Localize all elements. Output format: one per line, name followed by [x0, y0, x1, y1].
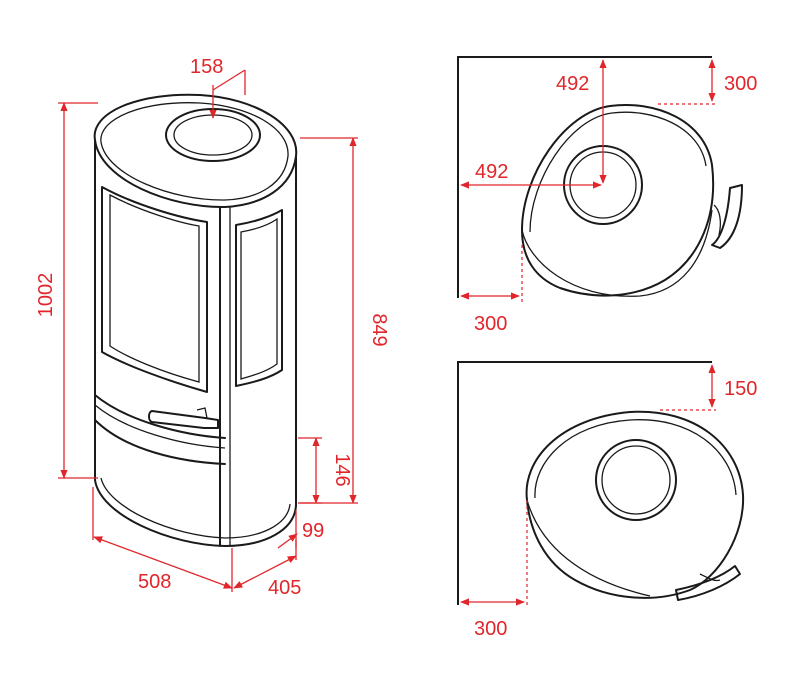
label-total-height: 1002 — [35, 273, 57, 318]
label-flue-height: 849 — [368, 313, 390, 346]
door-glass — [109, 193, 200, 383]
stove-base — [94, 479, 297, 547]
dim-rear-clearance-1: 300 — [658, 59, 757, 105]
label-air-inlet-height: 146 — [331, 453, 353, 486]
stove-front-view — [93, 93, 298, 547]
ash-pan-band-bottom — [94, 419, 226, 465]
label-rear-clearance-2: 150 — [724, 378, 757, 400]
dim-side-clearance-1: 300 — [460, 245, 523, 335]
label-rear-clearance-1: 300 — [724, 73, 757, 95]
dim-flue-from-side: 492 — [460, 161, 602, 189]
side-glass-frame — [235, 209, 283, 387]
dim-depth: 405 — [233, 540, 301, 599]
dim-side-clearance-2: 300 — [460, 500, 528, 640]
label-flue-diameter: 158 — [190, 56, 223, 78]
dim-total-height: 1002 — [35, 102, 98, 479]
stove-base-inner — [100, 477, 291, 539]
door-glass-frame — [101, 186, 208, 393]
door-handle — [148, 410, 219, 429]
stove-outline-top-2 — [525, 410, 745, 599]
flue-top-2 — [595, 439, 677, 521]
top-view-wall-placement — [457, 361, 745, 605]
label-side-clearance-2: 300 — [474, 618, 507, 640]
label-side-clearance-1: 300 — [474, 313, 507, 335]
label-flue-from-side: 492 — [475, 161, 508, 183]
wall-corner-1 — [457, 56, 712, 298]
dim-flue-from-rear: 492 — [556, 59, 607, 184]
ash-pan-band-top — [94, 394, 226, 439]
label-depth: 405 — [268, 577, 301, 599]
label-width: 508 — [138, 571, 171, 593]
dim-rear-clearance-2: 150 — [660, 364, 757, 411]
dim-flue-diameter: 158 — [190, 56, 246, 119]
label-air-inlet-offset: 99 — [302, 520, 324, 542]
flue-opening — [173, 114, 253, 156]
dim-flue-height: 849 — [300, 137, 390, 504]
dim-width: 508 — [92, 487, 233, 593]
wall-corner-2 — [457, 361, 712, 605]
stove-outline-top-1 — [521, 104, 715, 297]
dim-air-inlet-height: 146 — [298, 437, 353, 504]
label-flue-from-rear: 492 — [556, 73, 589, 95]
stove-top-rim — [100, 102, 289, 201]
handle-top-1 — [711, 184, 743, 249]
handle-top-2 — [675, 565, 741, 601]
side-glass — [240, 217, 278, 380]
